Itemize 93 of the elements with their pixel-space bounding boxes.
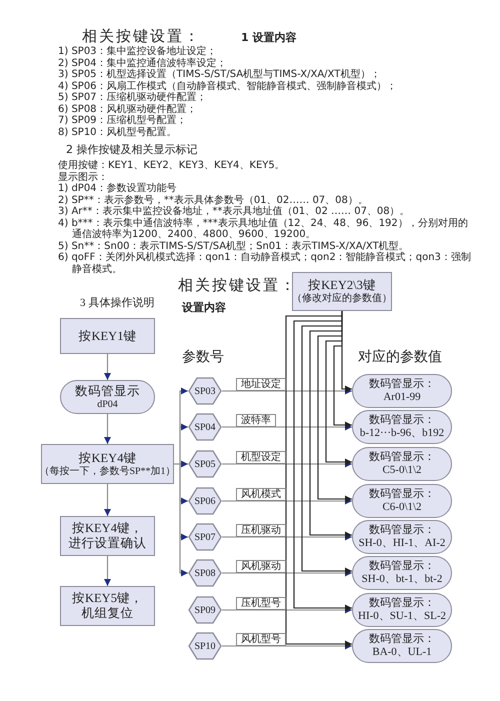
list-item: 4) SP06：风扇工作模式（自动静音模式、智能静音模式、强制静音模式）；	[58, 80, 397, 92]
edge-label: 风机模式	[236, 488, 286, 501]
list-item: 8) SP10：风机型号配置。	[58, 126, 177, 138]
arrow	[174, 463, 188, 576]
arrow	[222, 570, 352, 576]
node-text: SP09	[194, 604, 216, 616]
process-box	[60, 516, 155, 556]
list-item: 3) Ar**：表示集中监控设备地址，**表示具地址值（01、02 …… 07、08）。	[58, 206, 410, 218]
edge-label: 波特率	[236, 414, 276, 427]
edge-label: 风机型号	[236, 633, 286, 646]
arrow	[222, 606, 352, 614]
list-item: 5) Sn**：Sn00：表示TIMS-S/ST/SA机型；Sn01：表示TIMS-X/XA/XT机型。	[58, 240, 409, 252]
diagram-heading: 相关按键设置：	[178, 276, 297, 295]
node-subtext: SH-0、HI-1、AI-2	[358, 537, 446, 550]
list-item: 2) SP04：集中监控通信波特率设定；	[58, 58, 227, 68]
arrow	[222, 498, 352, 504]
arrow	[222, 534, 352, 540]
display-box	[352, 447, 452, 481]
column-heading: 对应的参数值	[358, 348, 442, 366]
section-heading: 2 操作按键及相关显示标记	[66, 142, 198, 157]
node-text: 数码管显示：	[369, 378, 435, 391]
display-box	[60, 380, 155, 414]
arrow	[285, 311, 352, 648]
arrow	[222, 460, 352, 468]
node-subtext: C5-0\1\2	[382, 464, 422, 477]
node-subtext: （修改对应的参数值）	[292, 293, 392, 305]
node-subtext: BA-0、UL-1	[372, 646, 432, 659]
node-text: SP03	[194, 386, 216, 396]
node-text: SP05	[194, 458, 216, 470]
node-subtext: HI-0、SU-1、SL-2	[358, 610, 446, 623]
node-subtext: C6-0\1\2	[382, 501, 422, 514]
node-text: 数码管显示：	[369, 633, 435, 646]
process-box	[41, 444, 174, 484]
process-box	[292, 272, 392, 311]
node-text: 数码管显示：	[369, 488, 435, 501]
display-box	[352, 410, 452, 444]
node-text: 按KEY1键	[78, 328, 138, 344]
display-box	[352, 484, 452, 518]
list-item: 1) dP04：参数设置功能号	[58, 183, 177, 194]
edge-label: 机型设定	[236, 451, 286, 464]
arrow	[104, 484, 111, 516]
node-text: SP07	[194, 532, 216, 542]
heading: 相关按键设置：	[82, 27, 201, 46]
list-item: 使用按键：KEY1、KEY2、KEY3、KEY4、KEY5。	[58, 160, 285, 172]
display-box	[352, 593, 452, 627]
process-box	[60, 586, 155, 626]
node-text: 数码管显示：	[369, 451, 435, 464]
node-subtext: （每按一下，参数号SP**加1）	[39, 466, 176, 478]
node-subtext: b-12···b-96、b192	[360, 427, 444, 440]
node-subtext: SH-0、bt-1、bt-2	[362, 573, 442, 586]
node-text: 数码管显示：	[369, 597, 435, 610]
node-text: SP10	[194, 640, 216, 652]
display-box	[352, 520, 452, 554]
node-text: 数码管显示：	[369, 524, 435, 537]
list-item: 6) SP08：风机驱动硬件配置；	[58, 104, 197, 114]
list-item: 6) qoFF：关闭外风机模式选择：qon1：自动静音模式；qon2：智能静音模式；qon3：强制静音模式。	[58, 252, 472, 275]
arrow	[104, 414, 111, 444]
node-subtext: Ar01-99	[383, 391, 421, 404]
node-text: 数码管显示：	[369, 414, 435, 427]
node-text: 按KEY4键	[78, 450, 136, 466]
section-heading: 1 设置内容	[241, 30, 296, 45]
arrow	[222, 424, 352, 430]
node-text: SP06	[194, 496, 216, 506]
list-item: 2) SP**：表示参数号，**表示具体参数号（01、02…… 07、08）。	[58, 194, 368, 206]
node-text: 按KEY2\3键	[308, 278, 376, 292]
node-text: SP04	[194, 422, 216, 432]
node-text: 按KEY5键，机组复位	[71, 591, 144, 621]
list-item: 7) SP09：压缩机型号配置；	[58, 115, 187, 126]
node-text: SP08	[194, 568, 216, 578]
edge-label: 压机驱动	[236, 524, 286, 537]
edge-label: 压机型号	[236, 597, 286, 610]
section-heading: 3 具体操作说明	[80, 296, 154, 310]
node-subtext: dP04	[97, 398, 118, 410]
column-heading: 参数号	[182, 348, 224, 366]
edge-label: 风机驱动	[236, 560, 286, 573]
node-text: 按KEY4键，进行设置确认	[68, 521, 148, 551]
arrow	[104, 556, 111, 586]
list-item: 4) b***：表示集中通信波特率，***表示具地址值（12、24、48、96、192），分别对用的通信波特率为1200、2400、4800、9600、19200。	[58, 218, 469, 240]
subheading: 设置内容	[182, 300, 226, 315]
edge-label: 地址设定	[236, 378, 286, 391]
node-text: 数码管显示：	[369, 560, 435, 573]
display-box	[352, 374, 452, 408]
process-box	[60, 318, 155, 354]
list-item: 3) SP05：机型选择设置（TIMS-S/ST/SA机型与TIMS-X/XA/XT机型）；	[58, 69, 380, 80]
arrow	[222, 388, 352, 394]
display-box	[352, 629, 452, 663]
list-item: 显示图示：	[58, 172, 108, 182]
arrow	[222, 642, 352, 650]
list-item: 5) SP07：压缩机驱动硬件配置；	[58, 92, 207, 104]
display-box	[352, 556, 452, 590]
node-text: 数码管显示	[75, 384, 140, 398]
arrow	[104, 354, 111, 380]
list-item: 1) SP03：集中监控设备地址设定；	[58, 46, 217, 58]
